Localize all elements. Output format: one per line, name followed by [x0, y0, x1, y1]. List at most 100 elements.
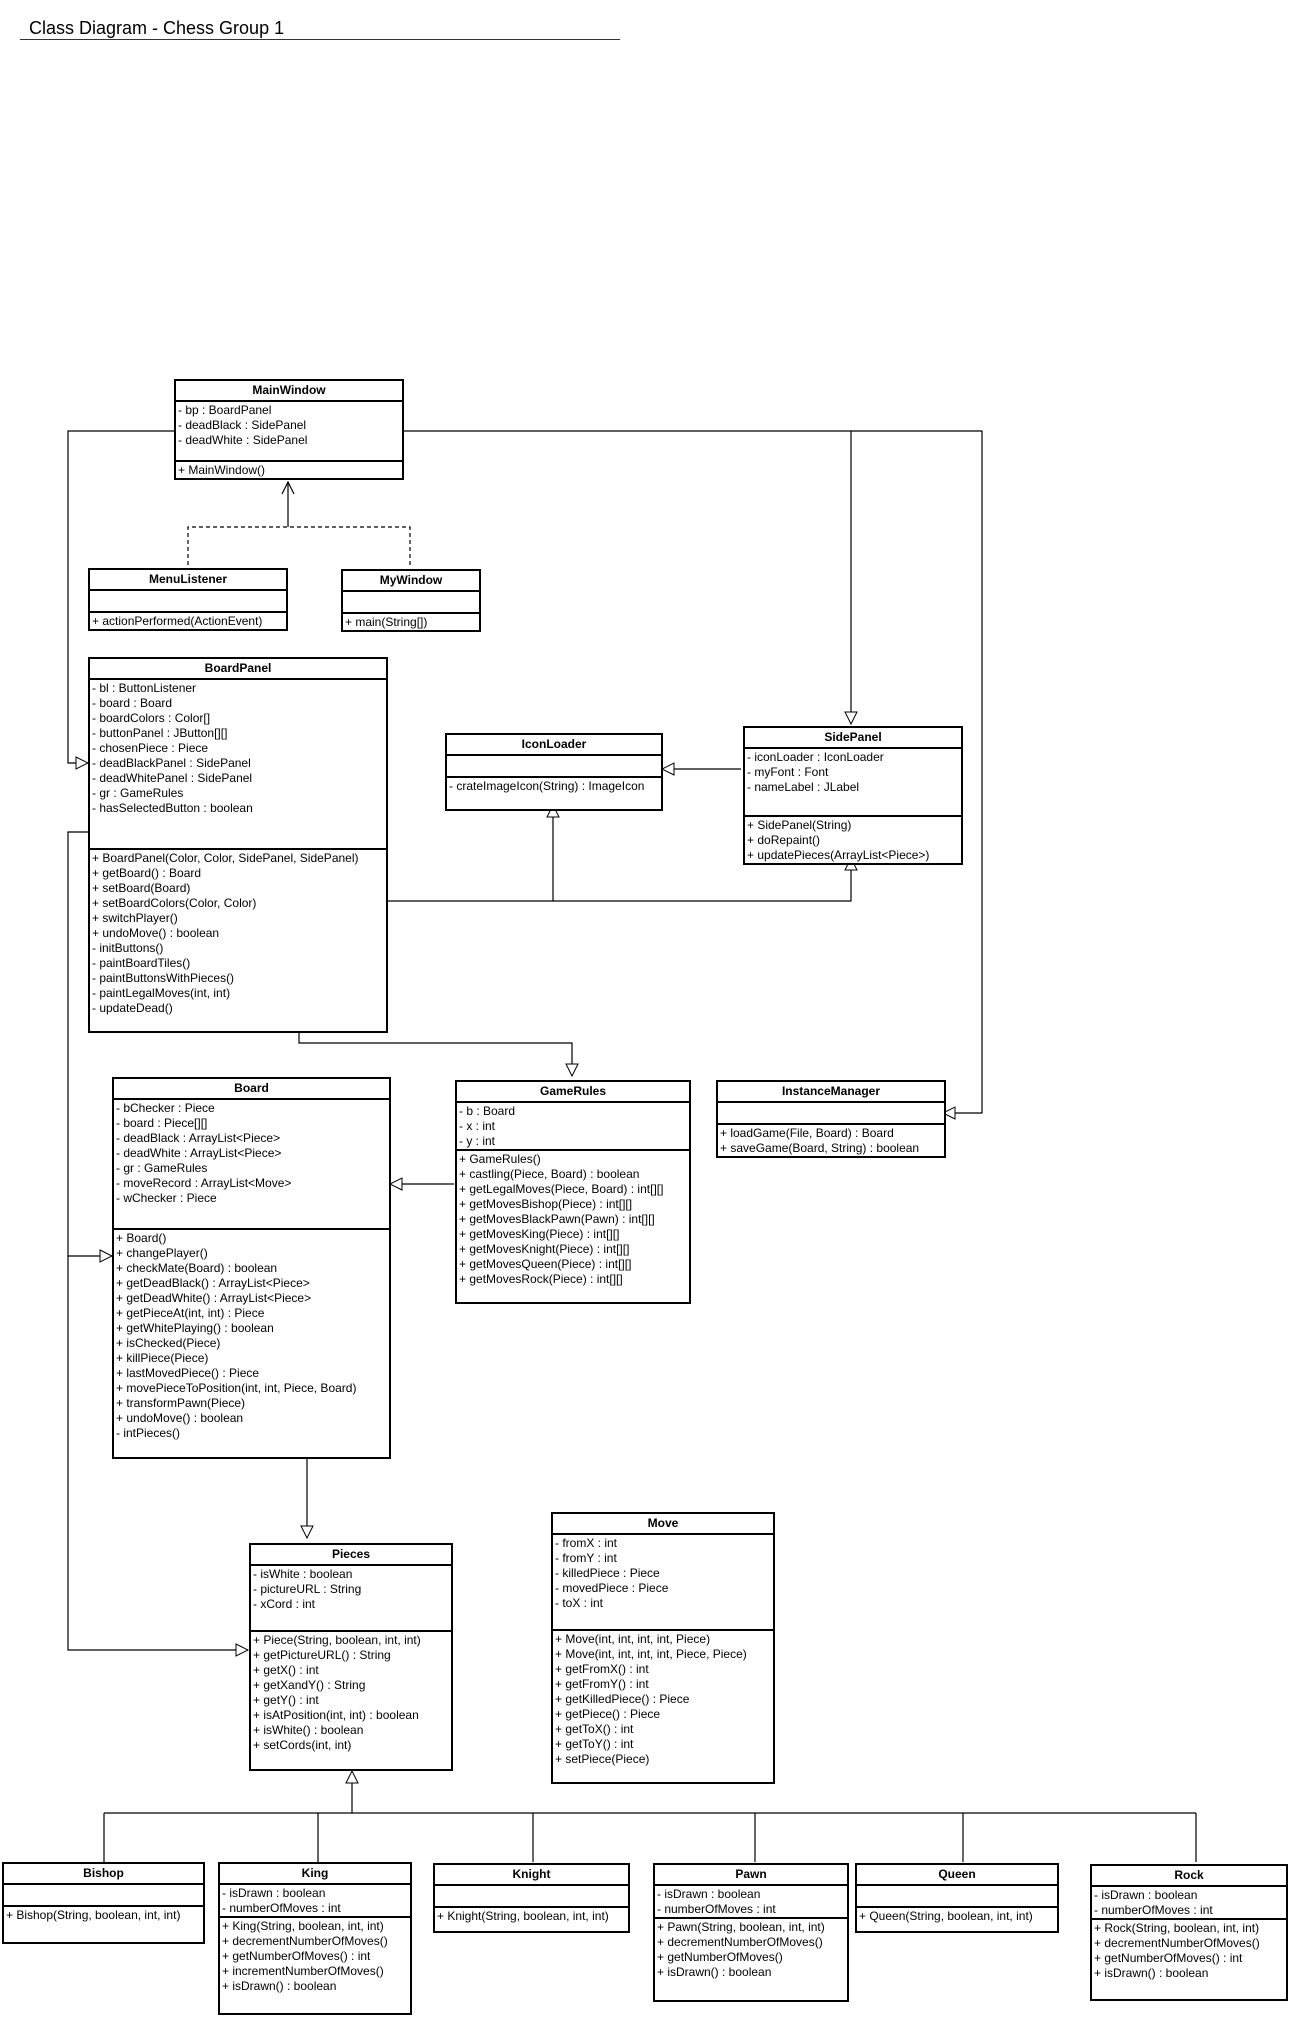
operations-compartment: + main(String[])	[343, 614, 479, 630]
attributes-compartment: - bl : ButtonListener- board : Board- bo…	[90, 680, 386, 850]
operation: + isWhite() : boolean	[253, 1723, 364, 1737]
operation: + getPictureURL() : String	[253, 1648, 391, 1662]
operation: + isChecked(Piece)	[116, 1336, 221, 1350]
class-name: Rock	[1092, 1866, 1286, 1887]
attribute: - movedPiece : Piece	[555, 1581, 669, 1595]
class-instancemanager[interactable]: InstanceManager+ loadGame(File, Board) :…	[716, 1080, 946, 1158]
attribute: - nameLabel : JLabel	[747, 780, 860, 794]
attribute: - hasSelectedButton : boolean	[92, 801, 253, 815]
operations-compartment: + Bishop(String, boolean, int, int)	[4, 1907, 203, 1942]
class-knight[interactable]: Knight+ Knight(String, boolean, int, int…	[433, 1863, 630, 1933]
class-sidepanel[interactable]: SidePanel- iconLoader : IconLoader- myFo…	[743, 726, 963, 865]
operation: + getMovesRock(Piece) : int[][]	[459, 1272, 623, 1286]
attribute: - iconLoader : IconLoader	[747, 750, 884, 764]
class-pieces[interactable]: Pieces- isWhite : boolean- pictureURL : …	[249, 1543, 453, 1771]
attributes-compartment	[4, 1885, 203, 1907]
attribute: - deadWhite : ArrayList<Piece>	[116, 1146, 282, 1160]
operation: + isDrawn() : boolean	[222, 1979, 337, 1993]
class-iconloader[interactable]: IconLoader - crateImageIcon(String) : Ima…	[445, 733, 663, 811]
class-king[interactable]: King- isDrawn : boolean- numberOfMoves :…	[218, 1862, 412, 2015]
operation: + decrementNumberOfMoves()	[1094, 1936, 1260, 1950]
attributes-compartment	[90, 591, 286, 613]
class-name: SidePanel	[745, 728, 961, 749]
operation: + castling(Piece, Board) : boolean	[459, 1167, 640, 1181]
edge-menulistener-mainwindow	[187, 526, 288, 565]
attribute: - isWhite : boolean	[253, 1567, 353, 1581]
class-board[interactable]: Board- bChecker : Piece- board : Piece[]…	[112, 1077, 391, 1459]
attribute: - deadBlack : SidePanel	[178, 418, 307, 432]
operation: + switchPlayer()	[92, 911, 178, 925]
class-name: King	[220, 1864, 410, 1885]
attribute: - killedPiece : Piece	[555, 1566, 660, 1580]
operation: + isDrawn() : boolean	[657, 1965, 772, 1979]
operation: + Bishop(String, boolean, int, int)	[6, 1908, 181, 1922]
operation: + getX() : int	[253, 1663, 319, 1677]
operation: + getPieceAt(int, int) : Piece	[116, 1306, 265, 1320]
operation: + getFromY() : int	[555, 1677, 649, 1691]
attributes-compartment: - bChecker : Piece- board : Piece[][]- d…	[114, 1100, 389, 1230]
operation: + setCords(int, int)	[253, 1738, 352, 1752]
operation: + Pawn(String, boolean, int, int)	[657, 1920, 825, 1934]
attribute: - numberOfMoves : int	[1094, 1903, 1213, 1917]
class-pawn[interactable]: Pawn- isDrawn : boolean- numberOfMoves :…	[653, 1863, 849, 2002]
operation: - paintBoardTiles()	[92, 956, 191, 970]
class-queen[interactable]: Queen + Queen(String, boolean, int, int)	[855, 1863, 1059, 1933]
attribute: - bl : ButtonListener	[92, 681, 197, 695]
class-name: MyWindow	[343, 571, 479, 592]
class-name: GameRules	[457, 1082, 689, 1103]
operations-compartment: + Pawn(String, boolean, int, int)+ decre…	[655, 1919, 847, 2000]
operation: + Queen(String, boolean, int, int)	[859, 1909, 1033, 1923]
class-name: Board	[114, 1079, 389, 1100]
class-mywindow[interactable]: MyWindow + main(String[])	[341, 569, 481, 632]
attribute: - fromY : int	[555, 1551, 617, 1565]
diagram-title: Class Diagram - Chess Group 1	[29, 18, 285, 38]
attribute: - x : int	[459, 1119, 496, 1133]
attribute: - wChecker : Piece	[116, 1191, 217, 1205]
operations-compartment: + Queen(String, boolean, int, int)	[857, 1908, 1057, 1931]
class-name: Queen	[857, 1865, 1057, 1886]
attribute: - toX : int	[555, 1596, 604, 1610]
class-name: BoardPanel	[90, 659, 386, 680]
attributes-compartment	[857, 1886, 1057, 1908]
class-bishop[interactable]: Bishop + Bishop(String, boolean, int, int…	[2, 1862, 205, 1944]
operation: + Move(int, int, int, int, Piece)	[555, 1632, 711, 1646]
operation: + isDrawn() : boolean	[1094, 1966, 1209, 1980]
attribute: - b : Board	[459, 1104, 516, 1118]
class-gamerules[interactable]: GameRules- b : Board- x : int- y : int + …	[455, 1080, 691, 1304]
attributes-compartment	[718, 1103, 944, 1125]
operation: + getNumberOfMoves() : int	[222, 1949, 371, 1963]
attributes-compartment	[343, 592, 479, 614]
operation: + saveGame(Board, String) : boolean	[720, 1141, 920, 1155]
operations-compartment: + loadGame(File, Board) : Board+ saveGam…	[718, 1125, 944, 1156]
operation: + decrementNumberOfMoves()	[222, 1934, 388, 1948]
class-name: Bishop	[4, 1864, 203, 1885]
operation: + loadGame(File, Board) : Board	[720, 1126, 894, 1140]
class-move[interactable]: Move- fromX : int- fromY : int- killedPi…	[551, 1512, 775, 1784]
edge-mainwindow-instancemanager	[851, 430, 983, 1113]
class-menulistener[interactable]: MenuListener + actionPerformed(ActionEven…	[88, 568, 288, 631]
operation: + Move(int, int, int, int, Piece, Piece)	[555, 1647, 747, 1661]
class-name: MenuListener	[90, 570, 286, 591]
attribute: - deadBlackPanel : SidePanel	[92, 756, 251, 770]
operation: - intPieces()	[116, 1426, 181, 1440]
operation: + lastMovedPiece() : Piece	[116, 1366, 260, 1380]
attribute: - deadWhite : SidePanel	[178, 433, 308, 447]
operation: + getBoard() : Board	[92, 866, 202, 880]
attribute: - chosenPiece : Piece	[92, 741, 209, 755]
class-name: Move	[553, 1514, 773, 1535]
operation: - paintLegalMoves(int, int)	[92, 986, 231, 1000]
attribute: - y : int	[459, 1134, 496, 1148]
operation: - updateDead()	[92, 1001, 173, 1015]
class-name: Pawn	[655, 1865, 847, 1886]
operation: - initButtons()	[92, 941, 164, 955]
operations-compartment: + King(String, boolean, int, int)+ decre…	[220, 1918, 410, 2013]
class-rock[interactable]: Rock- isDrawn : boolean- numberOfMoves :…	[1090, 1864, 1288, 2001]
operations-compartment: + MainWindow()	[176, 462, 402, 478]
operation: + undoMove() : boolean	[116, 1411, 244, 1425]
operations-compartment: + actionPerformed(ActionEvent)	[90, 613, 286, 629]
edge-boardpanel-iconloader	[386, 805, 553, 902]
class-mainwindow[interactable]: MainWindow- bp : BoardPanel- deadBlack :…	[174, 379, 404, 480]
class-boardpanel[interactable]: BoardPanel- bl : ButtonListener- board :…	[88, 657, 388, 1033]
operation: - crateImageIcon(String) : ImageIcon	[449, 779, 645, 793]
class-name: IconLoader	[447, 735, 661, 756]
